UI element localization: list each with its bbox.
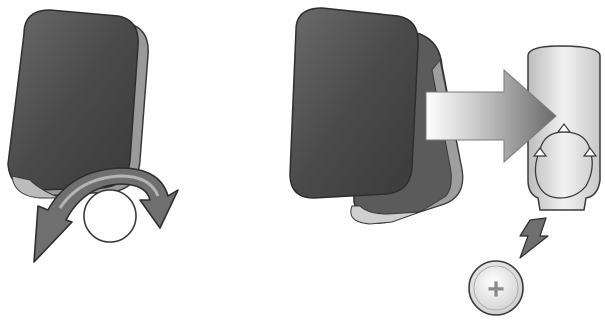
step-2-group: + xyxy=(290,8,600,315)
device-front-cover xyxy=(290,8,418,198)
coin-battery-icon: + xyxy=(469,261,523,315)
down-arrow-icon xyxy=(520,218,548,258)
coin-slot xyxy=(84,190,136,242)
device-body xyxy=(8,10,138,190)
battery-plus-symbol: + xyxy=(487,273,505,306)
step-1-group xyxy=(8,10,178,262)
